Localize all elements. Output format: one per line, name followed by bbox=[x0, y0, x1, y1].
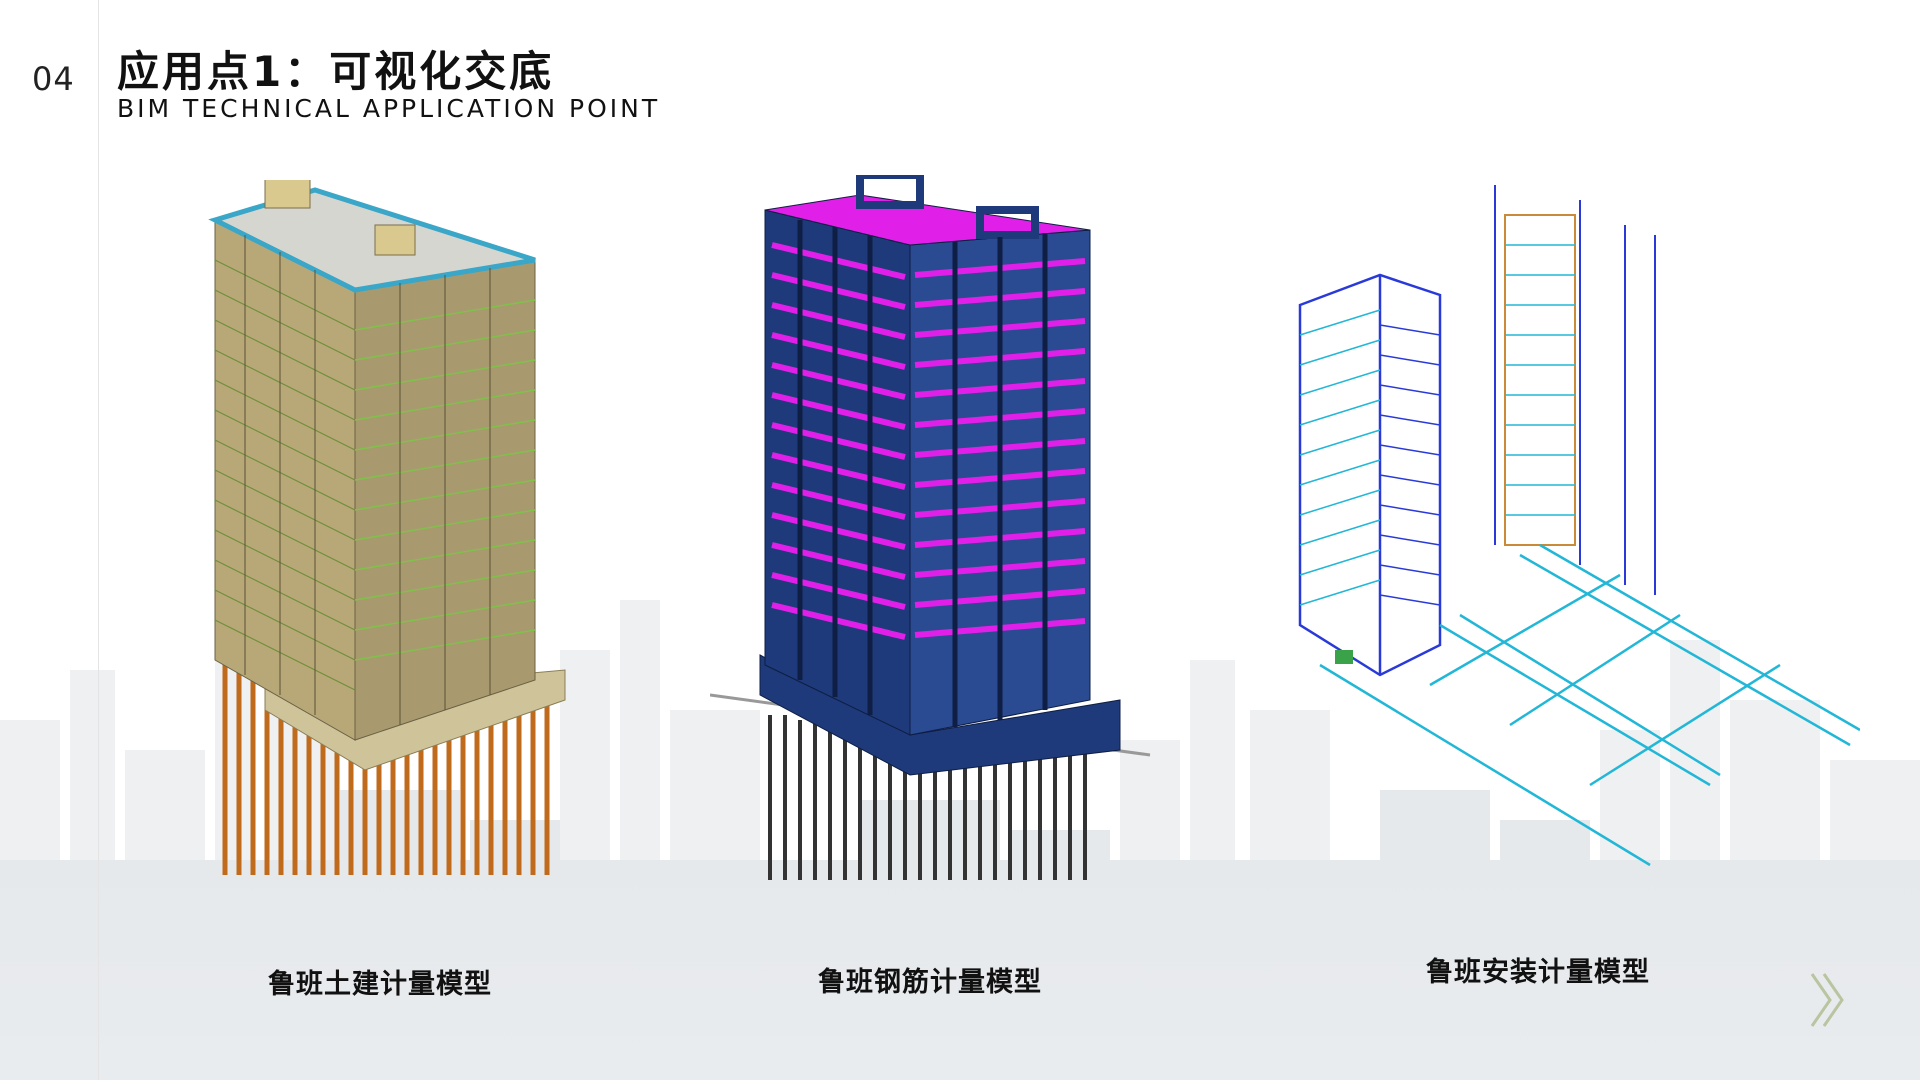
mep-installation-model bbox=[1298, 185, 1860, 867]
page-subtitle: BIM TECHNICAL APPLICATION POINT bbox=[117, 94, 661, 123]
model-caption-mep: 鲁班安装计量模型 bbox=[1426, 957, 1650, 988]
model-caption-rebar: 鲁班钢筋计量模型 bbox=[818, 967, 1042, 998]
page-number: 04 bbox=[32, 60, 75, 98]
page-title: 应用点1：可视化交底 bbox=[117, 47, 555, 96]
foundation-piles bbox=[222, 660, 550, 875]
ground-fade bbox=[0, 860, 1920, 1080]
double-chevron-right-icon[interactable] bbox=[1808, 970, 1848, 1030]
rebar-building-model bbox=[710, 175, 1151, 880]
model-caption-civil: 鲁班土建计量模型 bbox=[268, 969, 492, 1000]
civil-building-model bbox=[208, 180, 566, 875]
left-divider-line bbox=[98, 0, 99, 1080]
